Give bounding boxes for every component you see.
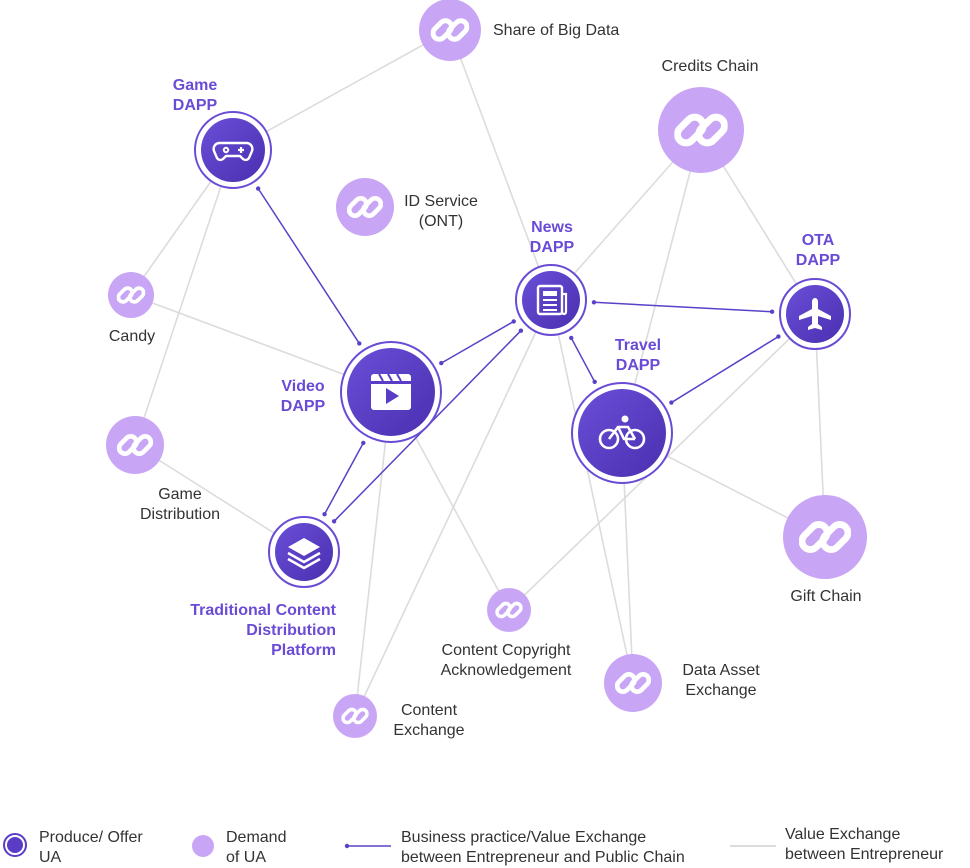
bicycle-icon: [598, 415, 646, 450]
airplane-icon: [799, 298, 831, 330]
share-big-data-label-line1: Share of Big Data: [493, 22, 620, 39]
value-edge-game_dapp-game_distribution: [134, 149, 234, 446]
credits-chain-label-line1: Credits Chain: [661, 58, 759, 75]
video-dapp-label-line2: DAPP: [280, 398, 326, 415]
legend-value-line1: Value Exchange: [785, 826, 901, 843]
ota-dapp-label-line1: OTA: [801, 232, 835, 249]
value-edge-video_dapp-content_exchange: [354, 391, 392, 717]
id-service-label: ID Service (ONT): [396, 192, 486, 232]
node-video-dapp: [340, 341, 442, 443]
diagram-nodes: [106, 0, 867, 738]
newspaper-icon: [536, 284, 568, 316]
node-copyright: [487, 588, 531, 632]
legend-value-line2: between Entrepreneur: [785, 846, 944, 863]
business-edge-ota_dapp-travel_dapp: [669, 334, 781, 405]
legend-business-line2: between Entrepreneur and Public Chain: [401, 849, 685, 866]
travel-dapp-label: Travel DAPP: [603, 336, 673, 376]
traditional-platform-label: Traditional Content Distribution Platfor…: [146, 601, 336, 661]
legend-value-label: Value Exchange between Entrepreneur: [785, 825, 943, 865]
legend-demand-line2: of UA: [226, 849, 267, 866]
node-credits-chain: [658, 87, 744, 173]
legend-produce-marker: [3, 833, 27, 857]
node-news-dapp: [515, 264, 587, 336]
news-dapp-label: News DAPP: [517, 218, 587, 258]
credits-chain-label: Credits Chain: [640, 57, 780, 77]
gamepad-icon: [212, 141, 254, 162]
copyright-label-line1: Content Copyright: [441, 642, 571, 659]
node-game-dapp: [194, 111, 272, 189]
id-service-label-line1: ID Service: [404, 193, 478, 210]
content-exchange-label-line2: Exchange: [393, 722, 465, 739]
candy-label-line1: Candy: [108, 328, 156, 345]
news-dapp-label-line2: DAPP: [529, 239, 575, 256]
legend-business-line1: Business practice/Value Exchange: [401, 829, 647, 846]
legend-produce-line2: UA: [39, 849, 62, 866]
value-edge-share_big_data-news_dapp: [449, 29, 552, 301]
ota-dapp-label-line2: DAPP: [795, 252, 841, 269]
legend-business-line-marker: [344, 843, 391, 849]
node-candy: [108, 272, 154, 318]
node-traditional: [268, 516, 340, 588]
game-dapp-label-line2: DAPP: [172, 97, 218, 114]
gift-chain-label-line1: Gift Chain: [790, 588, 862, 605]
gift-chain-label: Gift Chain: [771, 587, 881, 607]
node-data-asset: [604, 654, 662, 712]
traditional-label-line2: Distribution: [246, 622, 336, 639]
legend-demand-line1: Demand: [226, 829, 287, 846]
legend-business-label: Business practice/Value Exchange between…: [401, 828, 685, 868]
value-edge-game_dapp-share_big_data: [232, 29, 451, 151]
video-dapp-label-line1: Video: [281, 378, 325, 395]
business-edge-video_dapp-traditional: [322, 440, 366, 517]
game-dapp-label-line1: Game: [172, 77, 218, 94]
traditional-label-line3: Platform: [271, 642, 336, 659]
ota-dapp-label: OTA DAPP: [783, 231, 853, 271]
data-asset-label-line2: Exchange: [685, 682, 757, 699]
content-exchange-label-line1: Content: [400, 702, 458, 719]
traditional-label-line1: Traditional Content: [190, 602, 336, 619]
copyright-label: Content Copyright Acknowledgement: [424, 641, 588, 681]
node-game-distribution: [106, 416, 164, 474]
share-big-data-label: Share of Big Data: [493, 21, 619, 41]
game-distribution-label: Game Distribution: [125, 485, 235, 525]
value-edge-credits_chain-travel_dapp: [621, 129, 702, 434]
video-dapp-label: Video DAPP: [268, 377, 338, 417]
data-asset-label-line1: Data Asset: [682, 662, 760, 679]
game-distribution-label-line2: Distribution: [139, 506, 221, 523]
news-dapp-label-line1: News: [531, 219, 573, 236]
legend-demand-label: Demand of UA: [226, 828, 286, 868]
legend-demand-marker: [192, 835, 214, 857]
video-play-icon: [371, 373, 411, 410]
legend-value-line-marker: [730, 845, 776, 847]
business-edge-video_dapp-news_dapp: [439, 319, 516, 366]
copyright-label-line2: Acknowledgement: [440, 662, 572, 679]
travel-dapp-label-line2: DAPP: [615, 357, 661, 374]
id-service-label-line2: (ONT): [418, 213, 464, 230]
layers-icon: [287, 538, 321, 570]
legend-produce-label: Produce/ Offer UA: [39, 828, 143, 868]
legend-produce-line1: Produce/ Offer: [39, 829, 143, 846]
value-edge-news_dapp-content_exchange: [354, 299, 552, 717]
value-edge-news_dapp-data_asset: [550, 299, 634, 684]
data-asset-label: Data Asset Exchange: [668, 661, 774, 701]
node-travel-dapp: [571, 382, 673, 484]
node-gift-chain: [783, 495, 867, 579]
node-share-big-data: [419, 0, 481, 61]
content-exchange-label: Content Exchange: [384, 701, 474, 741]
business-edge-news_dapp-travel_dapp: [569, 335, 597, 385]
business-edge-news_dapp-ota_dapp: [591, 300, 775, 314]
node-ota-dapp: [779, 278, 851, 350]
game-dapp-label: Game DAPP: [160, 76, 230, 116]
node-id-service: [336, 178, 394, 236]
game-distribution-label-line1: Game: [158, 486, 202, 503]
node-content-exchange: [333, 694, 377, 738]
travel-dapp-label-line1: Travel: [614, 337, 662, 354]
business-edge-game_dapp-video_dapp: [255, 186, 362, 346]
candy-label: Candy: [97, 327, 167, 347]
